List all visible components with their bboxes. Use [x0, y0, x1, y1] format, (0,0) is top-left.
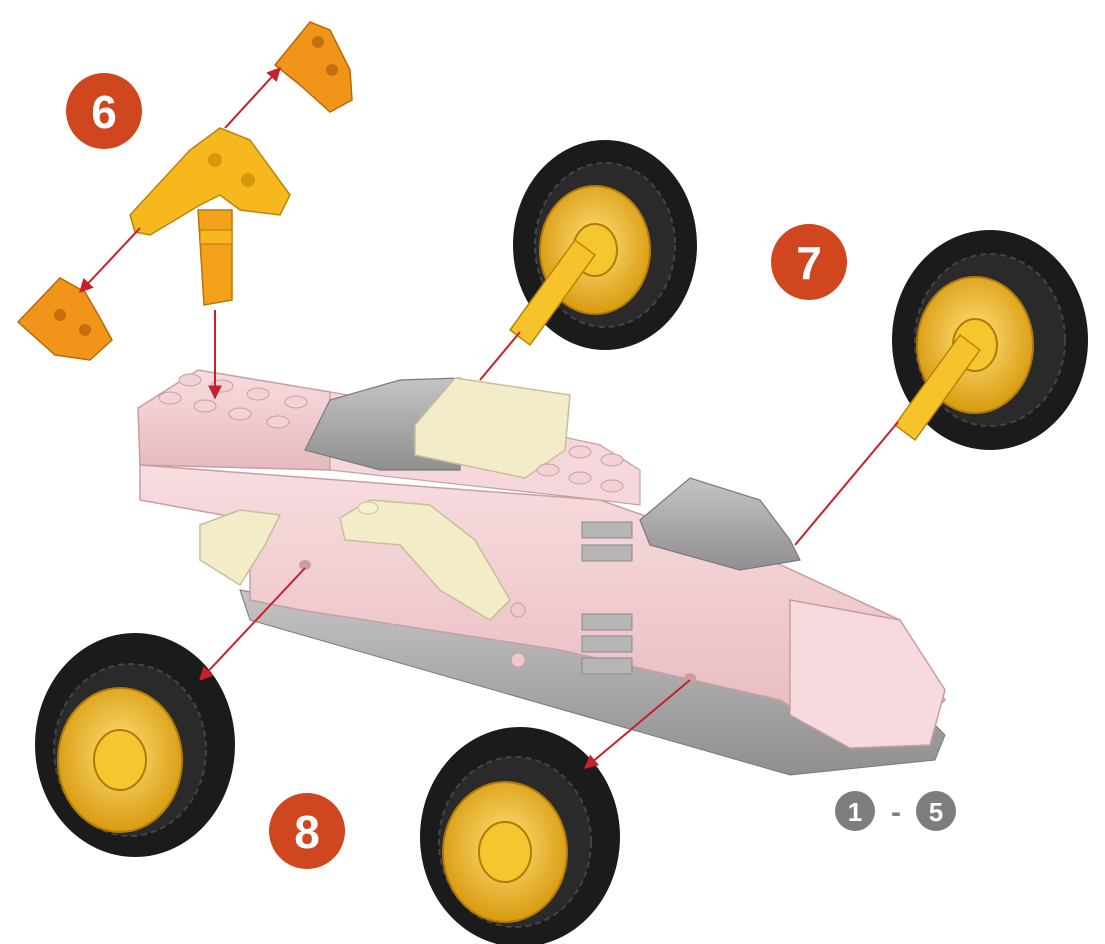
arrow-rear-top-axle: [480, 332, 520, 380]
range-start-number: 1: [848, 797, 862, 827]
step-7-badge: 7: [771, 224, 847, 300]
arrow-connector-to-left: [80, 228, 140, 292]
connector-icon: [130, 128, 290, 305]
car-body-icon: [138, 370, 945, 775]
step-8-number: 8: [294, 806, 320, 858]
range-end-number: 5: [929, 797, 943, 827]
range-separator: -: [891, 796, 901, 829]
step-8-badge: 8: [269, 793, 345, 869]
wheel-icon: [420, 727, 620, 944]
connector-icon: [275, 22, 352, 112]
wheel-icon: [35, 633, 235, 857]
connector-icon: [18, 278, 112, 360]
step-6-number: 6: [91, 86, 117, 138]
arrow-front-top-axle: [795, 422, 898, 545]
arrow-connector-to-top: [225, 68, 280, 128]
step-range-label: 1 - 5: [835, 791, 956, 831]
step-6-badge: 6: [66, 73, 142, 149]
step-7-number: 7: [796, 237, 822, 289]
